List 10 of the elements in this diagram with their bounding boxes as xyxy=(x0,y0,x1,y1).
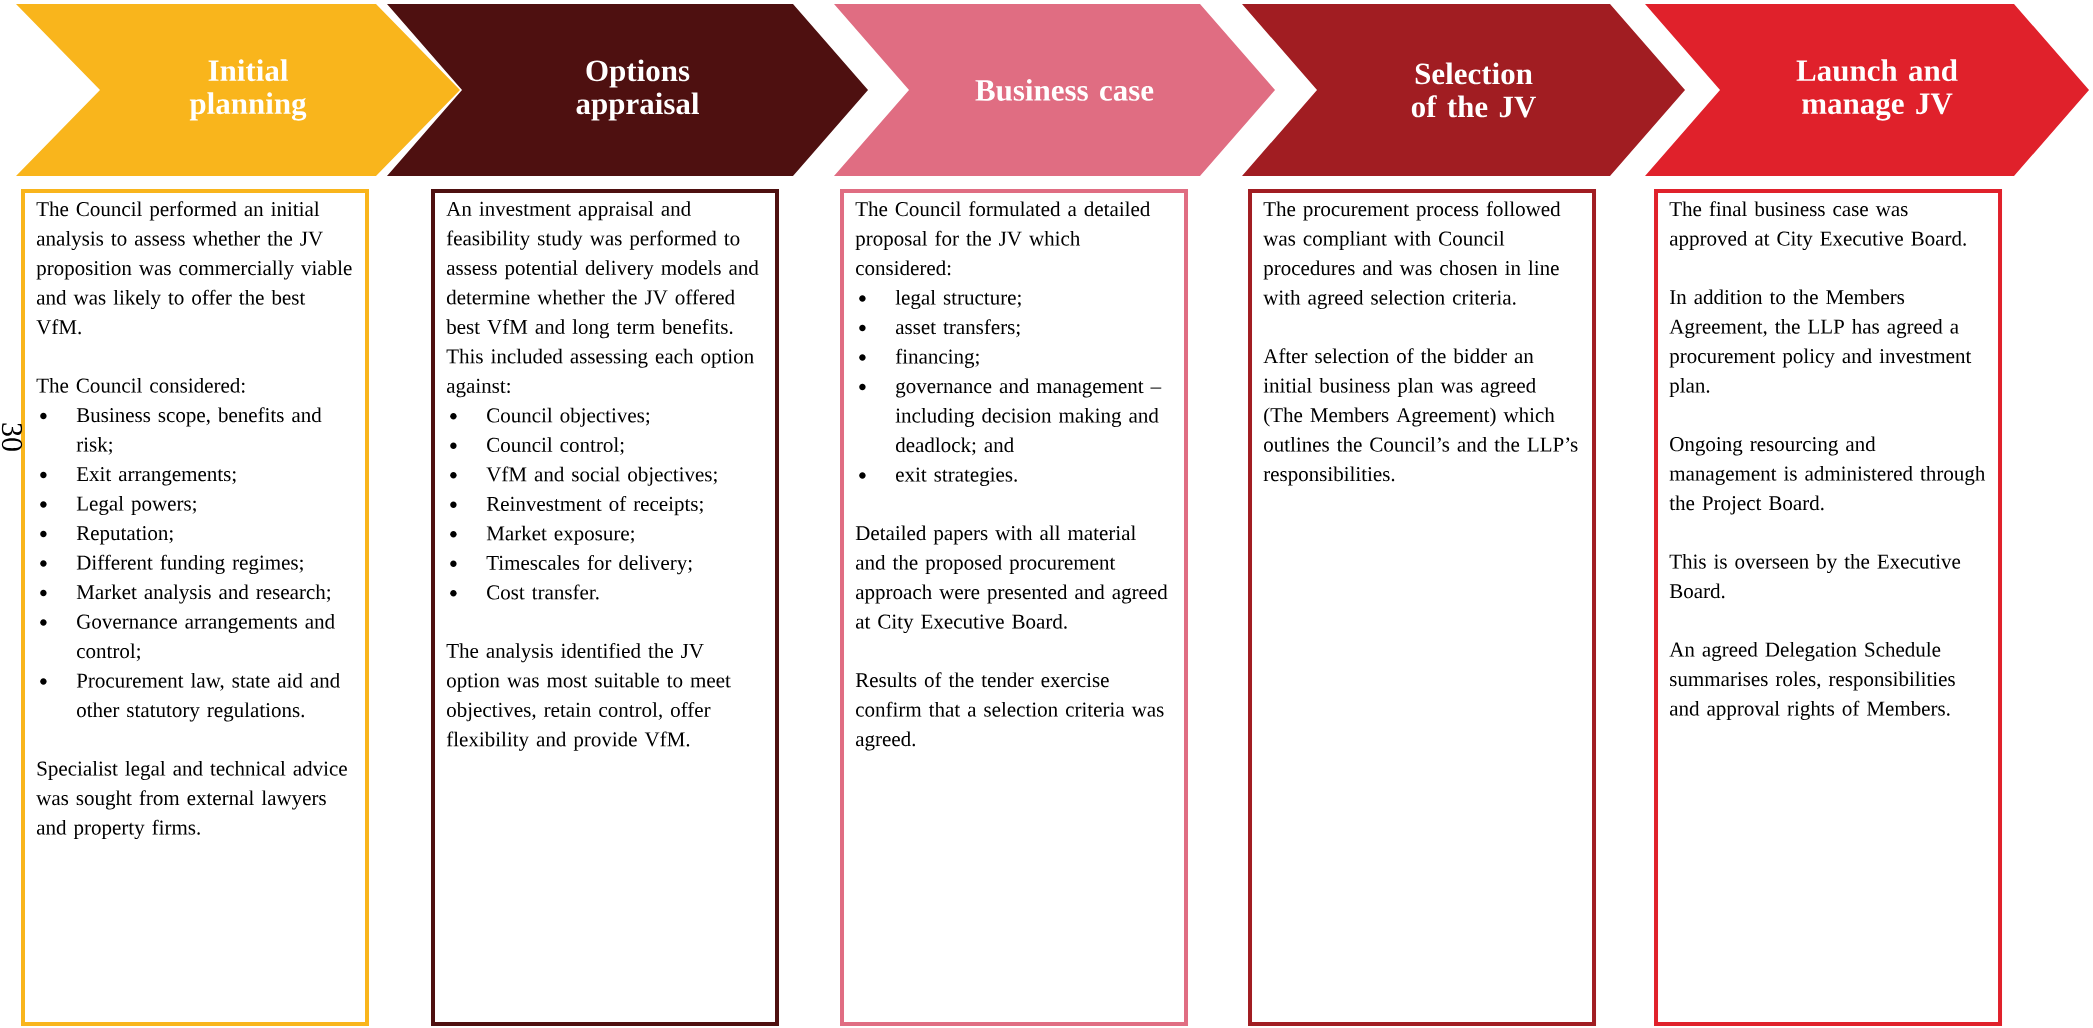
step-banner: Launch and manage JV xyxy=(1645,4,2090,176)
step-banner: Initial planning xyxy=(16,4,460,176)
text-box: The Council formulated a detailed proposal for the JV which considered: legal structure; asset transfers; financing; governance and management – including decision making and deadlock; and exit strategies. Detailed papers with all material and the proposed procurement approach were presented and agreed at City Executive Board. Results of the tender exercise confirm that a selection criteria was agreed. xyxy=(840,189,1188,1026)
text-box: The procurement process followed was compliant with Council procedures and was chosen in line with agreed selection criteria. After selection of the bidder an initial business plan was agreed (The Members Agreement) which outlines the Council’s and the LLP’s responsibilities. xyxy=(1248,189,1596,1026)
text-box: An investment appraisal and feasibility study was performed to assess potential delivery models and determine whether the JV offered best VfM and long term benefits. This included assessing each option against: Council objectives; Council control; VfM and social objectives; Reinvestment of receipts; Market exposure; Timescales for delivery; Cost transfer. The analysis identified the JV option was most suitable to meet objectives, retain control, offer flexibility and provide VfM. xyxy=(431,189,779,1026)
step-banner: Selection of the JV xyxy=(1242,4,1685,176)
step-banner: Business case xyxy=(834,4,1275,176)
text-box: The Council performed an initial analysis to assess whether the JV proposition was commercially viable and was likely to offer the best VfM. The Council considered: Business scope, benefits and risk; Exit arrangements; Legal powers; Reputation; Different funding regimes; Market analysis and research; Governance arrangements and control; Procurement law, state aid and other statutory regulations. Specialist legal and technical advice was sought from external lawyers and property firms. xyxy=(21,189,369,1026)
text-box: The final business case was approved at City Executive Board. In addition to the Members Agreement, the LLP has agreed a procurement policy and investment plan. Ongoing resourcing and management is administered through the Project Board. This is overseen by the Executive Board. An agreed Delegation Schedule summarises roles, responsibilities and approval rights of Members. xyxy=(1654,189,2003,1026)
step-banner: Options appraisal xyxy=(387,4,868,176)
